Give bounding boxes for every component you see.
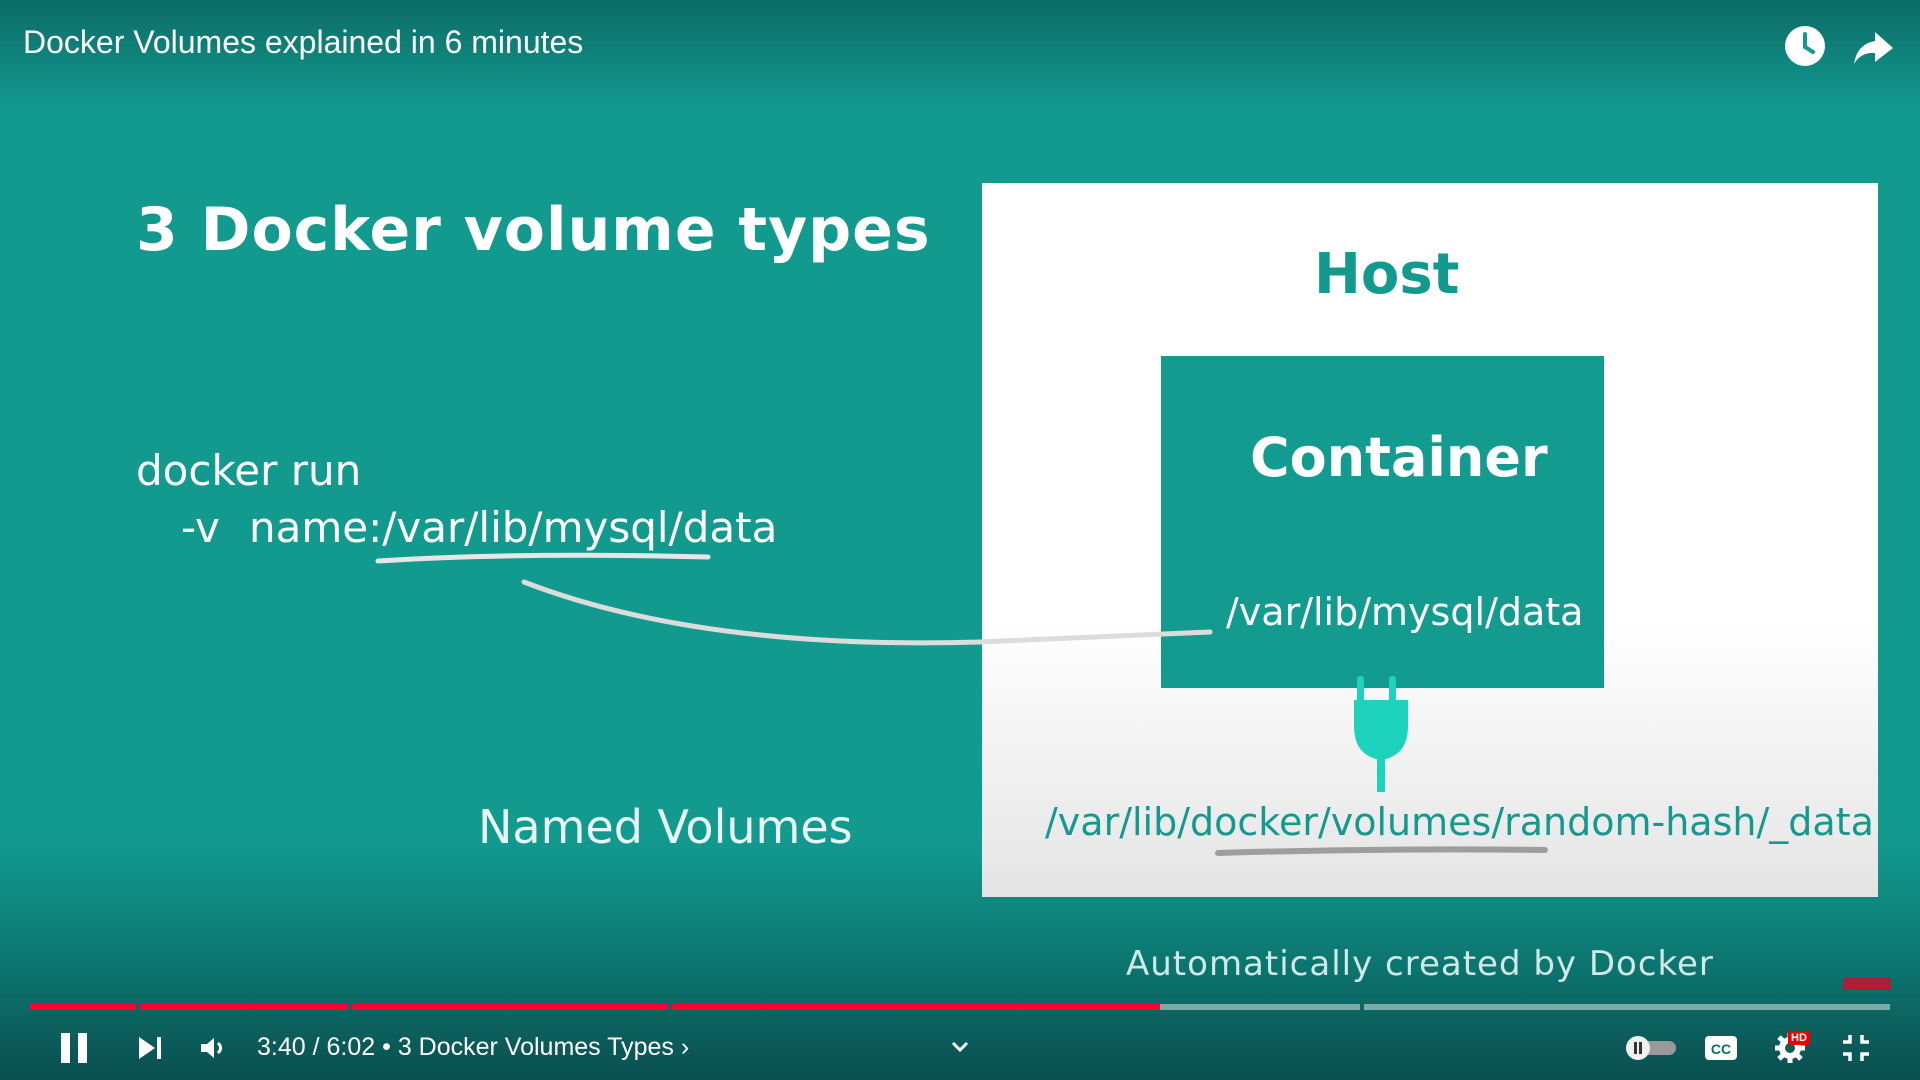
chapter-segment (1364, 1004, 1890, 1010)
share-icon[interactable] (1849, 22, 1897, 70)
progress-fill (352, 1004, 668, 1010)
chapter-separator: • (375, 1033, 398, 1061)
chapter-segment (672, 1004, 1360, 1010)
progress-fill (30, 1004, 136, 1010)
chapter-segment (30, 1004, 136, 1010)
subscribe-watermark[interactable] (1843, 978, 1891, 990)
chevron-down-icon (951, 1041, 969, 1053)
connector-line (521, 579, 1213, 646)
progress-bar[interactable] (30, 1004, 1890, 1010)
expand-description-button[interactable] (945, 1024, 975, 1068)
cc-button[interactable]: CC (1704, 1026, 1738, 1070)
exit-fullscreen-icon (1843, 1035, 1869, 1061)
host-label: Host (1314, 242, 1460, 307)
pause-icon (61, 1033, 87, 1063)
exit-fullscreen-button[interactable] (1840, 1026, 1872, 1070)
progress-fill (672, 1004, 1160, 1010)
plug-icon (1354, 676, 1408, 792)
host-path: /var/lib/docker/volumes/random-hash/_dat… (1045, 800, 1874, 844)
cc-icon: CC (1705, 1036, 1737, 1060)
time-display: 3:40 / 6:02 (257, 1033, 376, 1061)
host-path-underline (1215, 846, 1548, 856)
underline-stroke (375, 552, 711, 564)
command-volume-mapping: name:/var/lib/mysql/data (249, 503, 778, 552)
clock-icon[interactable] (1781, 22, 1829, 70)
volume-type-label: Named Volumes (478, 800, 853, 854)
video-title[interactable]: Docker Volumes explained in 6 minutes (23, 24, 584, 60)
hd-badge: HD (1788, 1031, 1810, 1045)
container-box (1161, 356, 1604, 688)
chapter-title[interactable]: 3 Docker Volumes Types (397, 1033, 674, 1061)
chapter-segment (352, 1004, 668, 1010)
command-flag: -v (181, 503, 220, 552)
container-path: /var/lib/mysql/data (1226, 590, 1584, 634)
volume-button[interactable] (197, 1026, 227, 1070)
chapter-chevron[interactable]: › (680, 1033, 690, 1061)
slide-title: 3 Docker volume types (136, 195, 931, 265)
next-button[interactable] (133, 1026, 167, 1070)
command-line-docker-run: docker run (136, 446, 362, 495)
pause-button[interactable] (56, 1026, 92, 1070)
footnote-text: Automatically created by Docker (1126, 944, 1714, 984)
autoplay-toggle[interactable] (1624, 1026, 1678, 1070)
next-icon (139, 1037, 161, 1059)
time-and-chapter[interactable]: 3:40 / 6:02 • 3 Docker Volumes Types › (257, 1033, 689, 1062)
progress-fill (140, 1004, 348, 1010)
container-label: Container (1250, 426, 1548, 489)
svg-text:CC: CC (1711, 1041, 1731, 1057)
volume-icon (201, 1038, 222, 1058)
chapter-segment (140, 1004, 348, 1010)
